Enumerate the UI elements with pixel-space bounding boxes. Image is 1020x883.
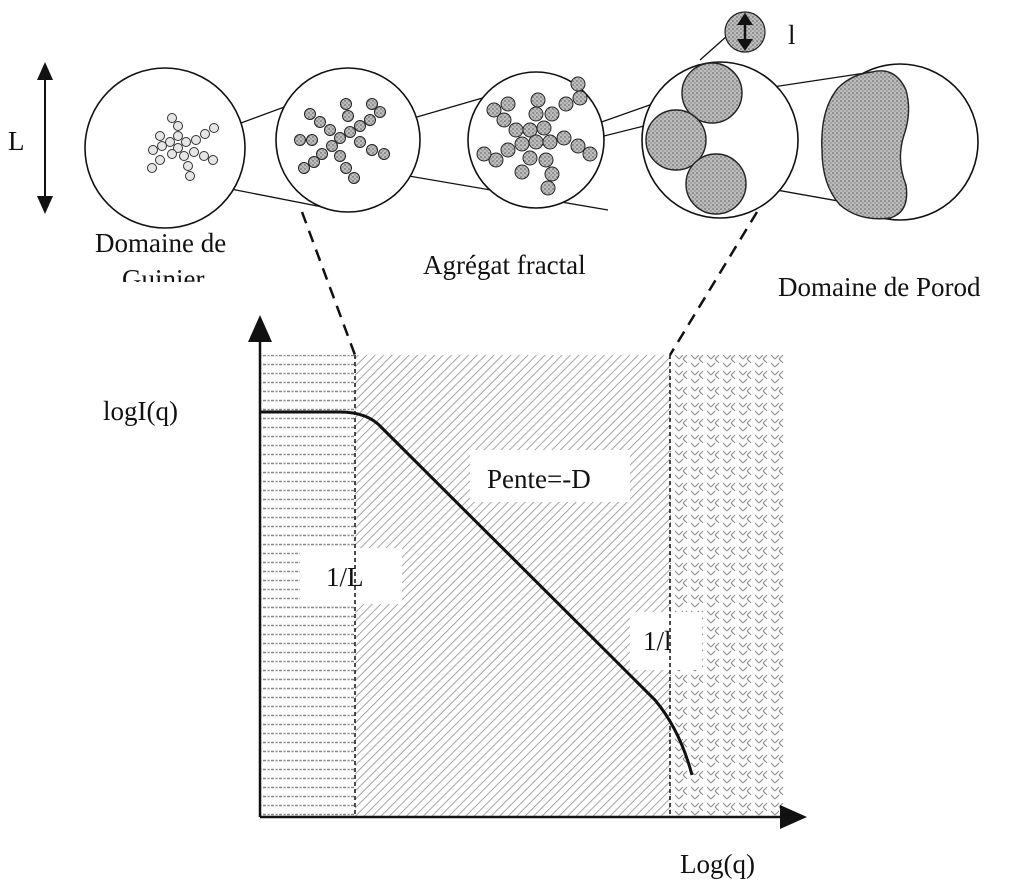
size-L-arrow	[37, 62, 53, 214]
fractal-region	[355, 355, 670, 817]
link-line-right	[670, 212, 757, 355]
panel-porod-surface	[822, 64, 978, 220]
label-guinier-line1: Domaine de	[95, 228, 226, 258]
label-fractal: Agrégat fractal	[423, 250, 586, 280]
label-slope: Pente=-D	[487, 464, 591, 494]
label-size-l: l	[788, 20, 796, 50]
label-crossover-l: 1/l	[643, 626, 672, 656]
y-axis-arrow	[248, 315, 272, 342]
panel-porod-particles	[642, 62, 798, 218]
label-y-axis: logI(q)	[103, 396, 178, 426]
label-x-axis: Log(q)	[680, 849, 755, 879]
particle-surface-icon	[822, 71, 909, 219]
label-porod: Domaine de Porod	[778, 272, 981, 302]
panel-guinier	[85, 68, 245, 228]
panel-fractal-1	[276, 68, 420, 212]
label-guinier-line2: Guinier	[122, 264, 204, 294]
link-line-left	[302, 212, 355, 355]
label-crossover-L: 1/L	[326, 562, 364, 592]
label-size-L: L	[8, 126, 25, 156]
x-axis-arrow	[780, 805, 807, 829]
panel-fractal-2	[468, 72, 604, 208]
particle-size-l-icon	[725, 12, 765, 52]
porod-region	[670, 355, 785, 817]
